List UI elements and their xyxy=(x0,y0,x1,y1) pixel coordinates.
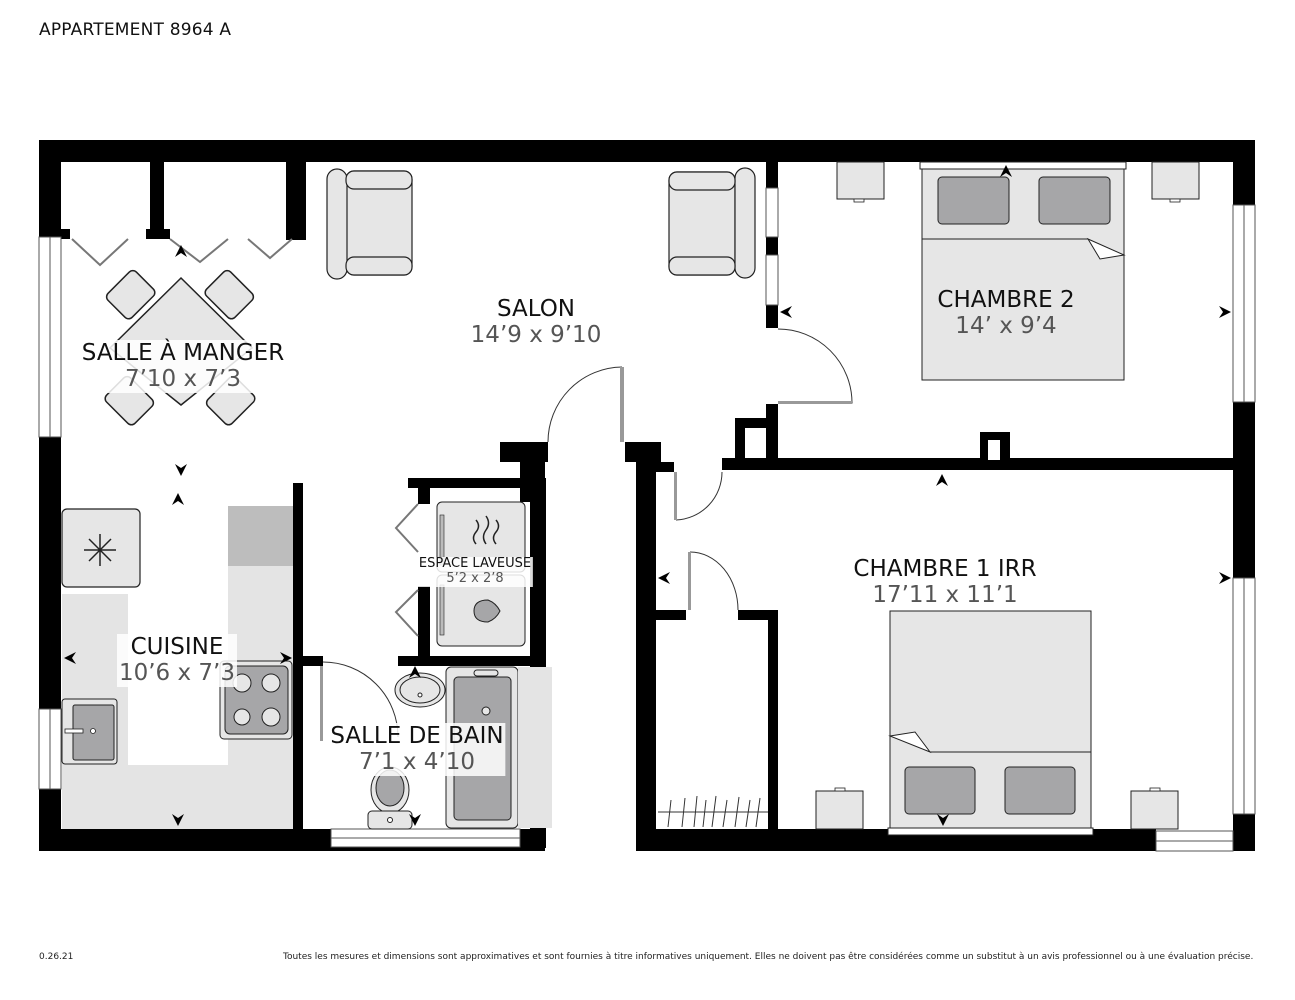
room-dimensions: 10’6 x 7’3 xyxy=(116,660,238,687)
dryer xyxy=(436,501,526,573)
room-name: SALLE À MANGER xyxy=(79,340,287,367)
room-name: SALLE DE BAIN xyxy=(328,723,506,750)
version-label: 0.26.21 xyxy=(39,952,74,962)
windows xyxy=(38,187,1256,852)
room-label-chambre-2: CHAMBRE 2 14’ x 9’4 xyxy=(937,287,1074,340)
nightstand-b1-left xyxy=(815,787,864,830)
room-dimensions: 5’2 x 2’8 xyxy=(416,571,534,587)
nightstand-b2-right xyxy=(1151,161,1200,203)
walls xyxy=(39,140,1255,851)
room-label-salon: SALON 14’9 x 9’10 xyxy=(471,296,602,349)
room-dimensions: 7’1 x 4’10 xyxy=(328,749,506,776)
nightstand-b2-left xyxy=(836,161,885,203)
heat-waves-icon xyxy=(472,515,500,545)
nightstand-b1-right xyxy=(1130,787,1179,830)
armchair-right xyxy=(668,167,756,279)
room-dimensions: 7’10 x 7’3 xyxy=(79,366,287,393)
measure-arrow-icon xyxy=(64,165,1231,826)
closet-hangers xyxy=(658,795,768,828)
bed-chambre-2 xyxy=(919,161,1127,381)
room-label-salle-a-manger: SALLE À MANGER 7’10 x 7’3 xyxy=(79,340,287,393)
stove xyxy=(219,660,293,740)
room-name: ESPACE LAVEUSE xyxy=(416,556,534,572)
water-drop-icon xyxy=(473,599,501,623)
toilet xyxy=(367,766,413,830)
bath-floor xyxy=(518,667,552,828)
room-dimensions: 14’ x 9’4 xyxy=(955,313,1057,340)
room-label-espace-laveuse: ESPACE LAVEUSE 5’2 x 2’8 xyxy=(416,556,534,587)
room-dimensions: 14’9 x 9’10 xyxy=(470,322,602,349)
room-name: CHAMBRE 2 xyxy=(937,287,1075,313)
room-name: SALON xyxy=(496,296,576,322)
plan-title: APPARTEMENT 8964 A xyxy=(39,20,232,40)
armchair-left xyxy=(326,168,413,280)
room-name: CUISINE xyxy=(116,634,238,661)
bed-chambre-1 xyxy=(887,610,1094,836)
kitchen-sink xyxy=(61,698,118,765)
room-label-chambre-1: CHAMBRE 1 IRR 17’11 x 11’1 xyxy=(853,556,1036,609)
room-dimensions: 17’11 x 11’1 xyxy=(872,582,1018,609)
snowflake-icon xyxy=(84,534,116,566)
doors[interactable] xyxy=(71,238,853,741)
bathroom-sink xyxy=(394,672,446,708)
room-label-salle-de-bain: SALLE DE BAIN 7’1 x 4’10 xyxy=(328,723,506,776)
room-name: CHAMBRE 1 IRR xyxy=(853,556,1037,582)
disclaimer-text: Toutes les mesures et dimensions sont ap… xyxy=(283,952,1254,962)
room-label-cuisine: CUISINE 10’6 x 7’3 xyxy=(116,634,238,687)
